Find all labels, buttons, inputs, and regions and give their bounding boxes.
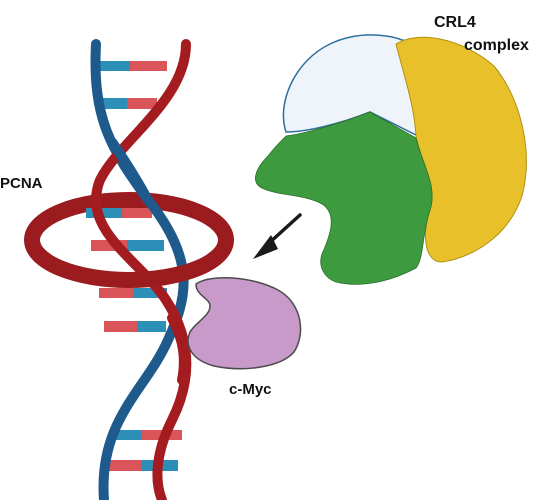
pcna-ring-icon xyxy=(24,239,234,288)
base-pair xyxy=(108,460,141,471)
arrow-down-left-icon xyxy=(253,213,302,259)
base-pair xyxy=(97,98,127,109)
base-pair xyxy=(110,430,142,440)
c-myc-label: c-Myc xyxy=(229,381,272,398)
pcna-label: PCNA xyxy=(0,175,43,192)
dna-strand-blue-over xyxy=(107,137,153,205)
crl4-label-line1: CRL4 xyxy=(434,14,476,31)
base-pair xyxy=(137,321,166,332)
base-pair xyxy=(99,288,133,298)
crl4-complex-icon xyxy=(255,34,527,285)
base-pair xyxy=(86,208,122,218)
base-pair xyxy=(91,240,127,251)
crl4-label-line2: complex xyxy=(464,37,529,54)
crl4-right-lobe xyxy=(395,36,527,263)
base-pair xyxy=(127,240,164,251)
c-myc-protein-icon xyxy=(187,277,302,370)
arrow-shaft xyxy=(266,213,302,246)
base-pair xyxy=(127,98,157,109)
pcna-ring-back xyxy=(24,192,234,241)
base-pair xyxy=(130,61,167,71)
arrow-head xyxy=(253,235,278,259)
base-pair xyxy=(99,61,130,71)
base-pair xyxy=(104,321,137,332)
base-pair xyxy=(133,288,167,298)
base-pair xyxy=(122,208,152,218)
crl4-green-body xyxy=(255,111,433,285)
dna-strand-red-over xyxy=(167,313,189,385)
